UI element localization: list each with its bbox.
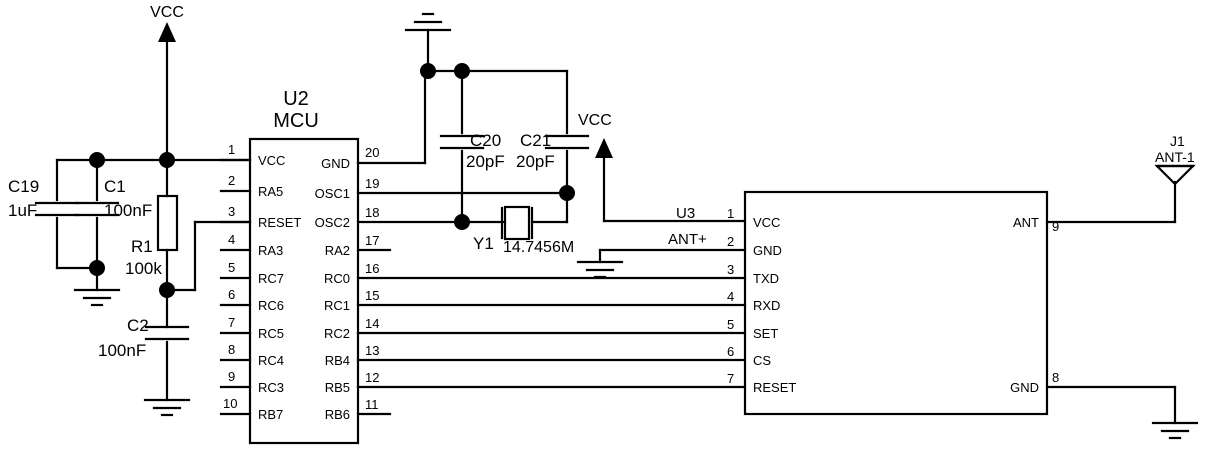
u2-refdes: U2 [283, 88, 309, 110]
u2-pin-name-rb5: RB5 [324, 380, 350, 395]
u3-pin-num-4: 4 [727, 289, 735, 304]
u3-pin-num-9: 9 [1052, 219, 1060, 234]
junction-dot [159, 152, 175, 168]
u2-pin-num-2: 2 [228, 173, 236, 188]
c20-refdes: C20 [470, 131, 502, 150]
u3-refdes: U3 [676, 205, 696, 222]
u2-pin-num-16: 16 [365, 261, 380, 276]
u2-pin-num-11: 11 [365, 397, 379, 412]
c19-value: 1uF [8, 201, 38, 220]
u3-pin-num-2: 2 [727, 234, 735, 249]
u3-pin-name-vcc: VCC [753, 215, 781, 230]
u3-pin-num-8: 8 [1052, 370, 1060, 385]
u2-pin-num-7: 7 [228, 315, 236, 330]
u2-pin-name-osc1: OSC1 [314, 186, 350, 201]
u3-body [743, 190, 1049, 416]
r1-refdes: R1 [131, 237, 153, 256]
u2-pin-name-rc2: RC2 [323, 326, 350, 341]
u2-pin-num-3: 3 [228, 204, 236, 219]
u3-pin-name-rxd: RXD [753, 298, 781, 313]
u2-pin-num-9: 9 [228, 369, 236, 384]
u2-pin-name-rc6: RC6 [258, 298, 285, 313]
j1-value: ANT-1 [1155, 149, 1195, 165]
u2-pin-name-rc5: RC5 [258, 326, 285, 341]
c2-value: 100nF [98, 341, 147, 360]
vcc-arrow-head-left [158, 22, 176, 42]
c20-value: 20pF [466, 152, 505, 171]
junction-dot [89, 260, 105, 276]
u2-pin-name-rc4: RC4 [258, 353, 285, 368]
u2-pin-num-5: 5 [228, 260, 236, 275]
r1-body [156, 194, 179, 252]
junction-dot [89, 152, 105, 168]
u3-pin-num-5: 5 [727, 317, 735, 332]
u2-pin-num-14: 14 [365, 316, 380, 331]
u2-value: MCU [273, 110, 319, 132]
u3-pin-num-7: 7 [727, 371, 735, 386]
u2-pin-name-rc1: RC1 [323, 298, 350, 313]
junction-dot [454, 214, 470, 230]
c1-value: 100nF [104, 201, 153, 220]
u2-pin-num-19: 19 [365, 176, 380, 191]
u2-pin-num-10: 10 [223, 396, 238, 411]
c2-refdes: C2 [127, 316, 149, 335]
u2-pin-num-4: 4 [228, 232, 236, 247]
u2-pin-name-vcc: VCC [258, 153, 286, 168]
u2-pin-num-1: 1 [228, 142, 236, 157]
u2-pin-num-17: 17 [365, 233, 380, 248]
u2-pin-name-ra3: RA3 [258, 243, 284, 258]
u3-pin-name-txd: TXD [753, 271, 779, 286]
y1-refdes: Y1 [473, 234, 494, 253]
net-label-vcc-mid: VCC [578, 112, 612, 129]
j1-refdes: J1 [1170, 133, 1185, 149]
u2-pin-name-ra5: RA5 [258, 184, 284, 199]
u2-pin-num-20: 20 [365, 145, 380, 160]
u3-pin-num-3: 3 [727, 262, 735, 277]
junction-dot [454, 63, 470, 79]
c21-refdes: C21 [520, 131, 552, 150]
u2-pin-num-12: 12 [365, 370, 380, 385]
u2-body [248, 137, 360, 445]
junction-dot [559, 185, 575, 201]
vcc-arrow-head-mid [595, 138, 613, 158]
u3-pin-num-1: 1 [727, 206, 735, 221]
u3-ant-plus-label: ANT+ [668, 231, 707, 248]
u2-pin-num-13: 13 [365, 343, 380, 358]
net-label-vcc-top: VCC [150, 4, 184, 21]
u2-pin-name-rb4: RB4 [324, 353, 350, 368]
u3-pin-name-set: SET [753, 326, 779, 341]
u3-pin-name-gnd8: GND [1010, 380, 1039, 395]
u2-pin-num-8: 8 [228, 342, 236, 357]
u2-pin-name-rc0: RC0 [323, 271, 350, 286]
u3-pin-name-cs: CS [753, 353, 772, 368]
c1-refdes: C1 [104, 177, 126, 196]
u3-pin-num-6: 6 [727, 344, 735, 359]
u2-pin-name-reset: RESET [258, 215, 302, 230]
c19-refdes: C19 [8, 177, 40, 196]
u3-pin-name-gnd: GND [753, 243, 782, 258]
u2-pin-name-rb6: RB6 [324, 407, 350, 422]
u2-pin-name-rc3: RC3 [258, 380, 285, 395]
u2-pin-name-rb7: RB7 [258, 407, 284, 422]
u2-pin-name-osc2: OSC2 [314, 215, 350, 230]
junction-dots [89, 63, 575, 298]
u3-pin-name-ant: ANT [1013, 215, 1039, 230]
junction-dot [420, 63, 436, 79]
junction-dot [159, 282, 175, 298]
u2-pin-num-18: 18 [365, 205, 380, 220]
c21-value: 20pF [516, 152, 555, 171]
u2-pin-name-rc7: RC7 [258, 271, 285, 286]
y1-value: 14.7456M [503, 239, 575, 256]
u2-pin-name-ra2: RA2 [324, 243, 350, 258]
r1-value: 100k [125, 259, 162, 278]
y1-body [503, 205, 531, 241]
u2-pin-num-15: 15 [365, 288, 380, 303]
u2-pin-name-gnd: GND [321, 156, 350, 171]
u2-pin-num-6: 6 [228, 287, 236, 302]
u3-pin-name-reset: RESET [753, 380, 797, 395]
